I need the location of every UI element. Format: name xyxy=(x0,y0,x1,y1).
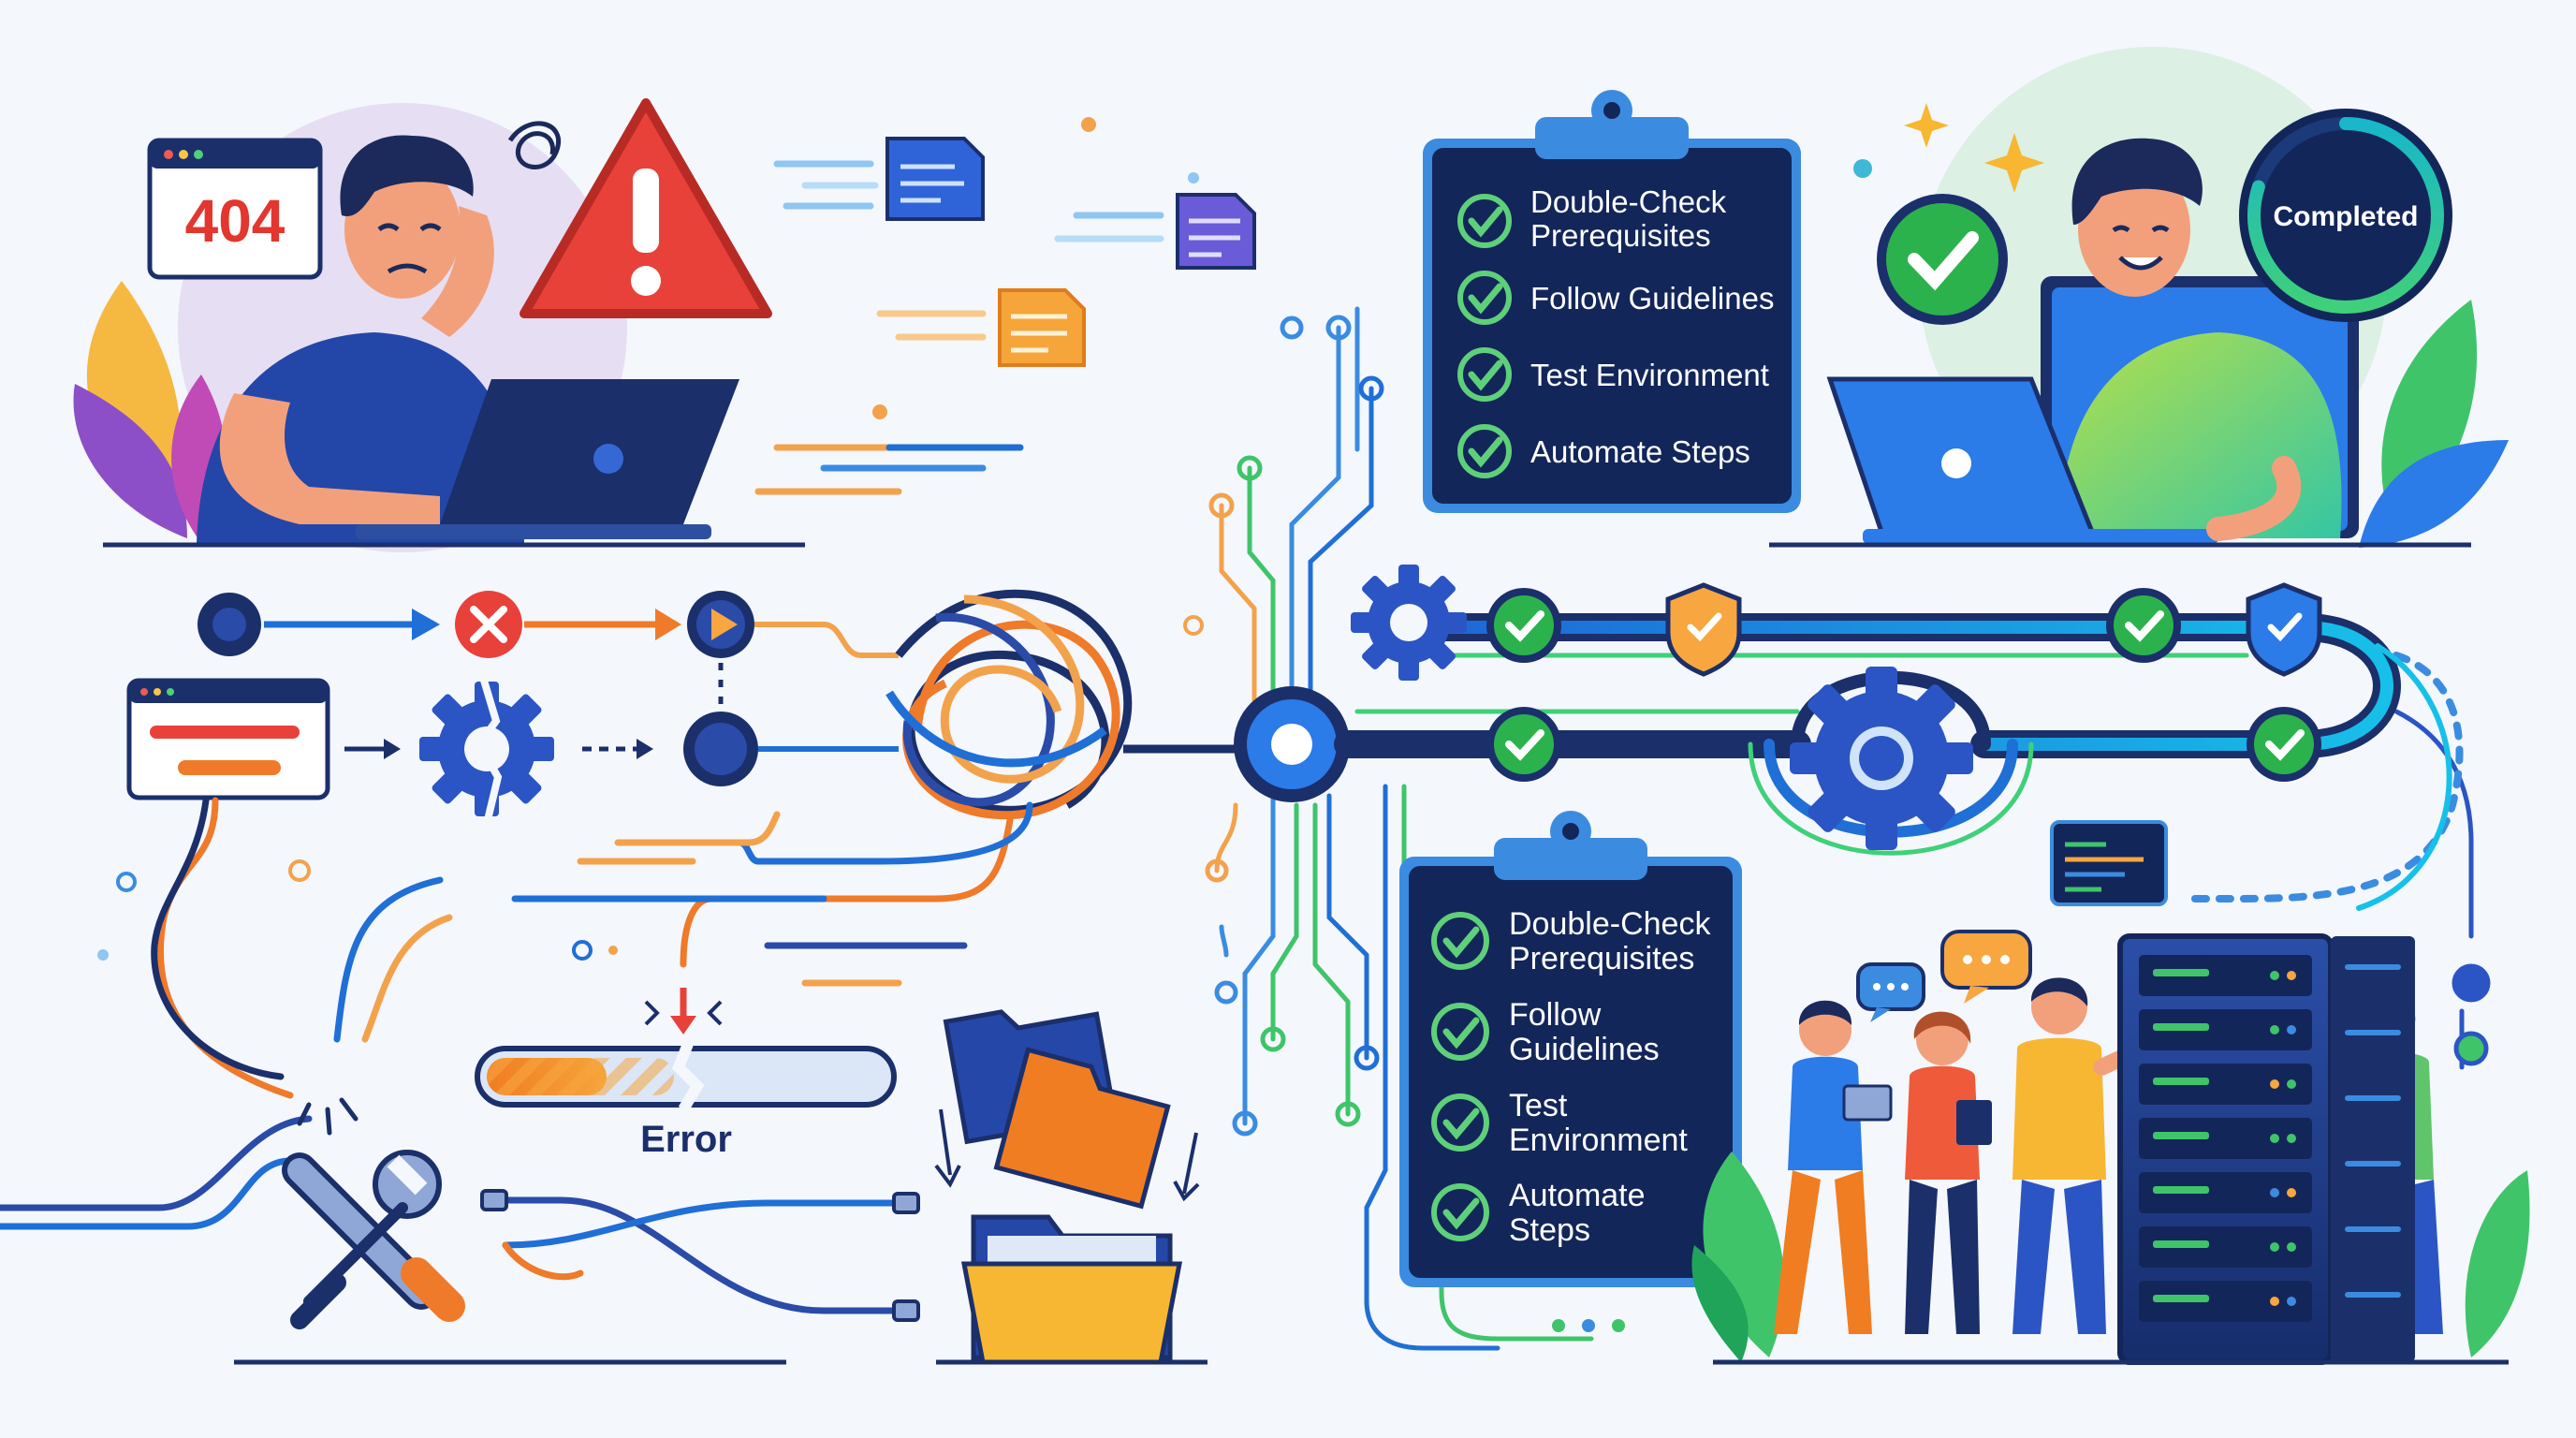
leaf-icon xyxy=(1703,1152,1785,1357)
person-arm-raised xyxy=(421,206,494,337)
checklist-item: Double-Check Prerequisites xyxy=(1431,906,1711,976)
wrench-screwdriver-icon xyxy=(282,1150,465,1329)
circuit-nodes xyxy=(1205,315,2491,1137)
clipboard-icon xyxy=(1399,811,1742,1287)
document-icon xyxy=(1176,193,1256,270)
hub-node xyxy=(1234,686,1350,802)
broken-flow xyxy=(126,591,899,825)
sparkle-icon xyxy=(1904,103,1949,148)
laptop-icon xyxy=(356,379,739,539)
broken-gear-icon xyxy=(419,672,554,825)
person-arm-left xyxy=(219,393,440,524)
happy-user-scene: Completed xyxy=(1769,103,2509,548)
check-circle-icon xyxy=(2106,588,2181,663)
person-head xyxy=(2078,162,2190,297)
speech-bubble-icon xyxy=(1856,962,1925,1022)
checklist-item-label: Automate Steps xyxy=(1530,434,1750,469)
loose-wires xyxy=(0,797,1033,1230)
person-hair xyxy=(2071,138,2203,225)
laptop-icon xyxy=(1826,376,2218,544)
speech-bubble-icon xyxy=(1940,930,2032,1004)
checklist-top: Double-Check Prerequisites Follow Guidel… xyxy=(1423,90,1801,513)
checklist-item: Test Environment xyxy=(1457,347,1769,402)
checklist-item-label: Double-Check xyxy=(1509,906,1711,942)
frustrated-user-scene: 404 xyxy=(73,98,805,548)
flying-documents xyxy=(754,117,1256,495)
team-member xyxy=(1774,1000,1893,1334)
browser-window-icon xyxy=(2050,820,2168,906)
gear-icon xyxy=(1351,565,1467,681)
x-circle-icon xyxy=(455,591,522,658)
browser-window-icon xyxy=(126,678,330,800)
checklist-item-label: Follow xyxy=(1509,997,1602,1033)
shield-check-icon xyxy=(1665,582,1742,677)
checklist-item-label: Steps xyxy=(1509,1212,1590,1248)
checklist-item: Test Environment xyxy=(1431,1088,1688,1158)
person-torso xyxy=(2059,332,2342,538)
checklist-item-label: Guidelines xyxy=(1509,1032,1660,1067)
document-icon xyxy=(998,288,1086,367)
check-circle-icon xyxy=(1486,707,1561,782)
leaf-icon xyxy=(1691,1245,1749,1362)
checklist-item-label: Prerequisites xyxy=(1509,941,1694,976)
checklist-item: Follow Guidelines xyxy=(1457,271,1774,325)
document-icon xyxy=(886,137,985,221)
checklist-item-label: Follow Guidelines xyxy=(1530,281,1774,315)
checklist-bottom: Double-Check Prerequisites Follow Guidel… xyxy=(1399,811,1742,1287)
checklist-item: Follow Guidelines xyxy=(1431,997,1660,1067)
completed-badge: Completed xyxy=(2239,109,2452,322)
server-rack-icon xyxy=(2117,933,2415,1365)
play-circle-icon xyxy=(687,591,754,658)
folder-icon xyxy=(960,1214,1183,1365)
smooth-pipeline xyxy=(1334,613,2464,911)
checklist-item-label: Environment xyxy=(1509,1123,1688,1158)
error-progress-bar: Error xyxy=(475,988,897,1160)
progress-label: Error xyxy=(640,1119,732,1160)
clipboard-icon xyxy=(1423,90,1801,513)
stress-scribble-icon xyxy=(507,121,562,169)
gear-icon xyxy=(1790,667,1973,850)
team-scene xyxy=(1691,820,2530,1365)
tangled-wires-knot xyxy=(886,589,1236,820)
check-circle-icon xyxy=(1486,588,1561,663)
sparkle-icon xyxy=(1984,133,2044,193)
checklist-item-label: Prerequisites xyxy=(1530,218,1711,253)
checklist-item: Double-Check Prerequisites xyxy=(1457,184,1727,253)
completed-badge-label: Completed xyxy=(2273,201,2418,232)
checklist-item: Automate Steps xyxy=(1431,1178,1646,1248)
leaf-icon xyxy=(2465,1170,2530,1357)
completion-ring xyxy=(2247,117,2444,314)
checklist-item-label: Automate xyxy=(1509,1178,1646,1213)
team-member xyxy=(1905,1011,1992,1334)
folders-pile xyxy=(934,1009,1208,1365)
leaf-icon xyxy=(2359,440,2509,548)
shield-check-icon xyxy=(2246,582,2322,677)
folder-icon xyxy=(993,1047,1171,1210)
browser-window-icon: 404 xyxy=(147,138,323,280)
person-head xyxy=(344,160,461,299)
person-hair xyxy=(340,135,474,216)
leaf-icon xyxy=(73,384,187,538)
error-code-text: 404 xyxy=(185,187,285,255)
checklist-item-label: Double-Check xyxy=(1530,184,1727,219)
crossed-cables xyxy=(502,1196,902,1314)
checklist-item: Automate Steps xyxy=(1457,424,1750,478)
warning-triangle-icon xyxy=(520,98,772,318)
checklist-item-label: Test xyxy=(1509,1088,1568,1123)
checklist-item-label: Test Environment xyxy=(1530,358,1769,392)
check-circle-icon xyxy=(1877,194,2008,325)
check-circle-icon xyxy=(2247,707,2321,782)
